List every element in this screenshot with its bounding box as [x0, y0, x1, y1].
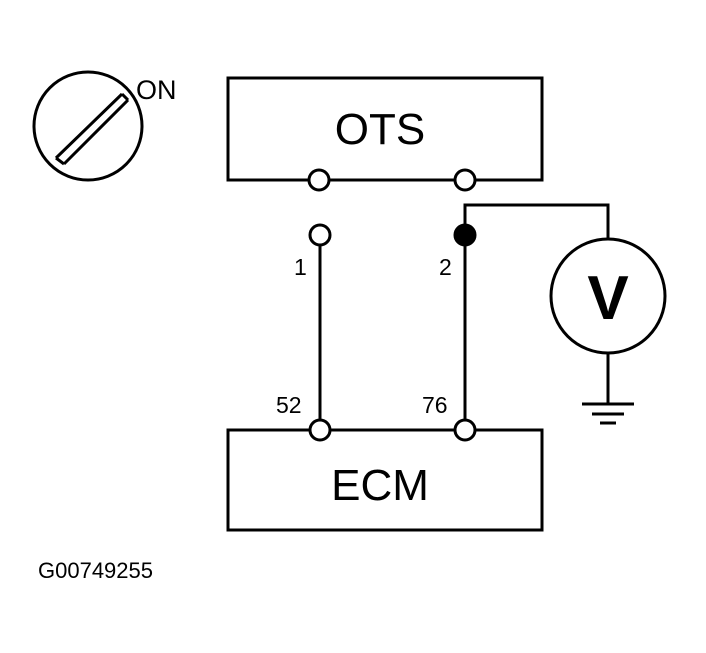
ignition-key-icon [32, 70, 144, 182]
ecm-box [226, 428, 544, 532]
ots-terminal-1 [307, 168, 331, 192]
connector-pin-1 [308, 223, 332, 247]
connector-pin-2 [453, 223, 477, 247]
ignition-key-slot-end [55, 156, 65, 166]
ots-label: OTS [335, 105, 425, 154]
ignition-state-label: ON [136, 75, 177, 105]
ignition-switch: ON [32, 70, 177, 182]
ignition-key-slot-edge [54, 92, 124, 160]
wires [318, 203, 610, 420]
ecm-component: ECM 52 76 [226, 392, 544, 532]
pin-52-label: 52 [276, 392, 302, 418]
wire-voltmeter-probe [463, 203, 610, 240]
ots-box [226, 76, 544, 182]
figure-id: G00749255 [38, 558, 153, 583]
ignition-key-slot-end [120, 92, 130, 102]
ots-terminal-2 [453, 168, 477, 192]
pin-2-label: 2 [439, 254, 452, 280]
voltmeter-label: V [587, 264, 628, 333]
pin-76-label: 76 [422, 392, 448, 418]
ecm-label: ECM [331, 461, 429, 510]
voltmeter: V [549, 237, 667, 403]
ground-icon [582, 402, 634, 425]
ignition-key-slot-edge [62, 98, 130, 166]
ecm-terminal-76 [453, 418, 477, 442]
pin-1-label: 1 [294, 254, 307, 280]
ots-component: OTS [226, 76, 544, 192]
ecm-terminal-52 [308, 418, 332, 442]
